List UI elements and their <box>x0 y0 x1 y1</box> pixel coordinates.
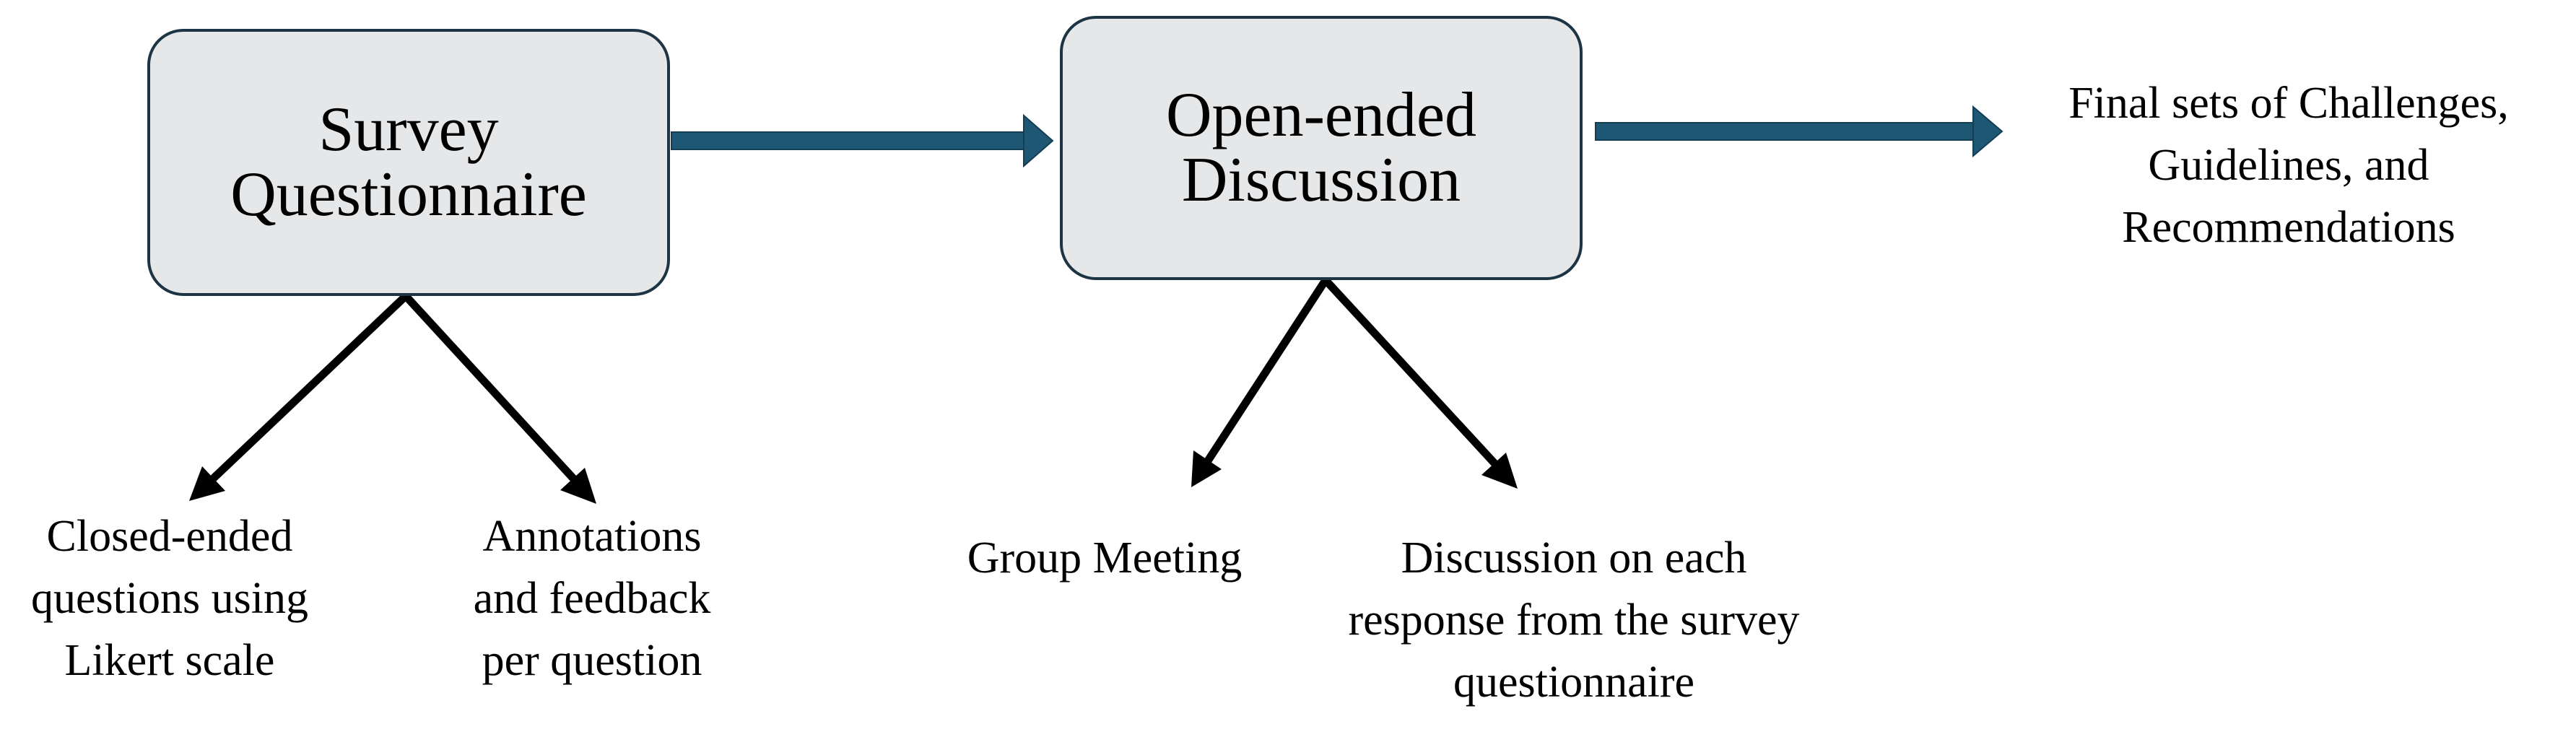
group-meeting-label: Group Meeting <box>939 527 1271 589</box>
flow-arrow-survey-to-discussion <box>671 113 1054 168</box>
discussion-box-line-1: Open-ended <box>1165 80 1477 150</box>
outcome-label: Final sets of Challenges, Guidelines, an… <box>2022 72 2556 258</box>
discussion-each-response-label: Discussion on each response from the sur… <box>1321 527 1827 713</box>
flow-arrow-discussion-to-outcome <box>1595 105 2003 158</box>
group-meeting-line-1: Group Meeting <box>967 533 1243 583</box>
branch-arrow-discussion-left <box>1191 277 1329 487</box>
survey-questionnaire-box: Survey Questionnaire <box>147 29 670 296</box>
discussion-response-line-2: response from the survey <box>1348 596 1800 645</box>
closed-ended-line-1: Closed-ended <box>46 512 293 561</box>
survey-box-line-1: Survey <box>318 95 499 165</box>
discussion-response-line-3: questionnaire <box>1453 658 1694 707</box>
closed-ended-line-2: questions using <box>30 574 309 623</box>
survey-box-line-2: Questionnaire <box>230 160 587 230</box>
open-ended-discussion-box: Open-ended Discussion <box>1060 16 1583 280</box>
annotations-line-1: Annotations <box>482 512 702 561</box>
annotations-feedback-label: Annotations and feedback per question <box>440 505 744 692</box>
outcome-line-3: Recommendations <box>2122 203 2455 252</box>
annotations-line-3: per question <box>482 636 702 685</box>
branch-arrow-survey-right <box>402 293 596 504</box>
branch-arrow-survey-left <box>189 293 409 501</box>
closed-ended-questions-label: Closed-ended questions using Likert scal… <box>0 505 339 692</box>
branch-arrow-discussion-right <box>1322 277 1518 489</box>
outcome-line-1: Final sets of Challenges, <box>2068 79 2509 128</box>
discussion-response-line-1: Discussion on each <box>1401 533 1747 583</box>
discussion-box-line-2: Discussion <box>1181 145 1461 215</box>
outcome-line-2: Guidelines, and <box>2148 141 2429 190</box>
closed-ended-line-3: Likert scale <box>64 636 275 685</box>
annotations-line-2: and feedback <box>473 574 711 623</box>
